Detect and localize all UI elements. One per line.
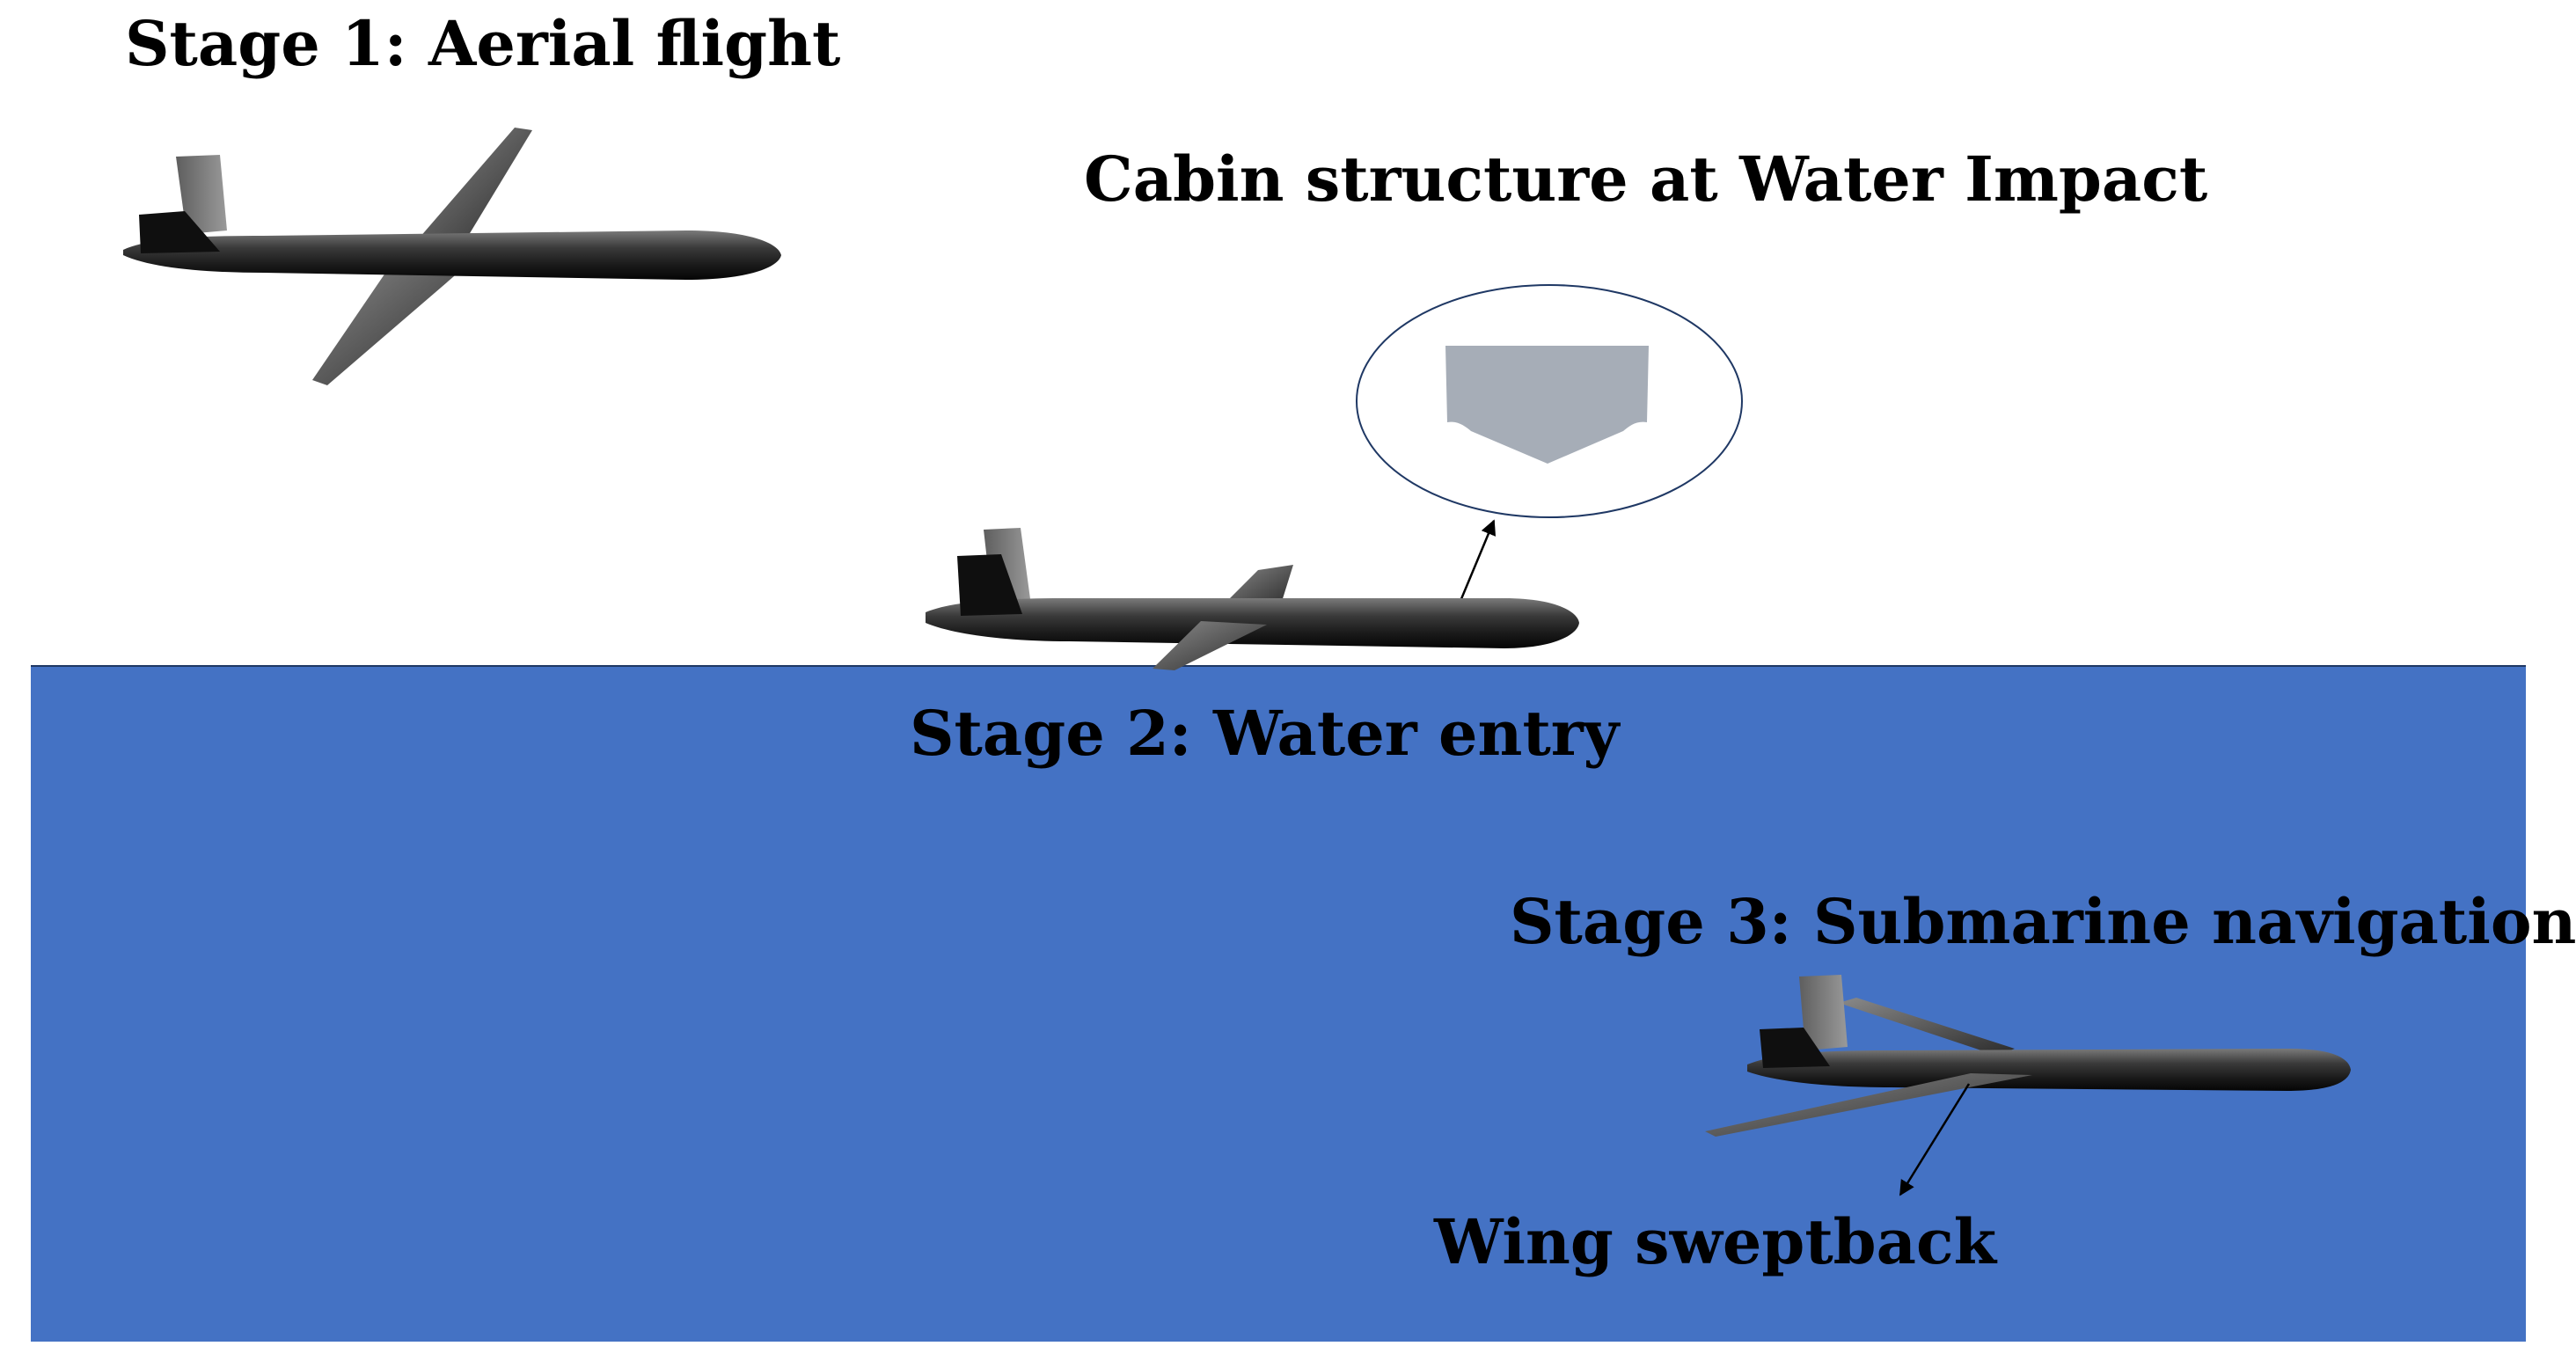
cabin-cross-section [1445, 346, 1649, 464]
aircraft-stage1-lower-wing [312, 264, 466, 385]
aircraft-stage2-lower-wing [1153, 621, 1267, 670]
aircraft-stage1 [123, 128, 781, 385]
water-region [31, 666, 2526, 1342]
aircraft-stage3-tail-plane [1760, 1028, 1830, 1068]
aircraft-stage1-tail-plane [139, 211, 220, 253]
aircraft-stage2-tail-plane [957, 554, 1022, 616]
aircraft-stage1-upper-wing [413, 128, 532, 246]
wing-pointer-arrow [1899, 1083, 1971, 1196]
stage3-label: Stage 3: Submarine navigation [1510, 885, 2576, 958]
aircraft-stage3-tail-fin [1799, 975, 1848, 1050]
aircraft-stage2-upper-wing [1223, 565, 1293, 607]
stage1-label: Stage 1: Aerial flight [125, 7, 841, 80]
aircraft-stage3 [1705, 975, 2351, 1196]
aircraft-stage2 [926, 528, 1579, 670]
cabin-structure-label: Cabin structure at Water Impact [1084, 143, 2208, 216]
stage2-label: Stage 2: Water entry [910, 697, 1620, 770]
aircraft-stage2-fuselage [926, 598, 1579, 648]
aircraft-stage3-upper-wing [1839, 998, 2015, 1056]
cabin-callout-ellipse [1356, 284, 1743, 518]
aircraft-stage1-fuselage [123, 230, 781, 280]
aircraft-stage3-fuselage [1747, 1049, 2351, 1091]
cabin-callout [1356, 284, 1743, 627]
aircraft-stage3-lower-wing [1705, 1073, 2032, 1137]
wing-sweptback-label: Wing sweptback [1434, 1205, 1997, 1278]
aircraft-stage1-tail-fin [176, 155, 227, 234]
